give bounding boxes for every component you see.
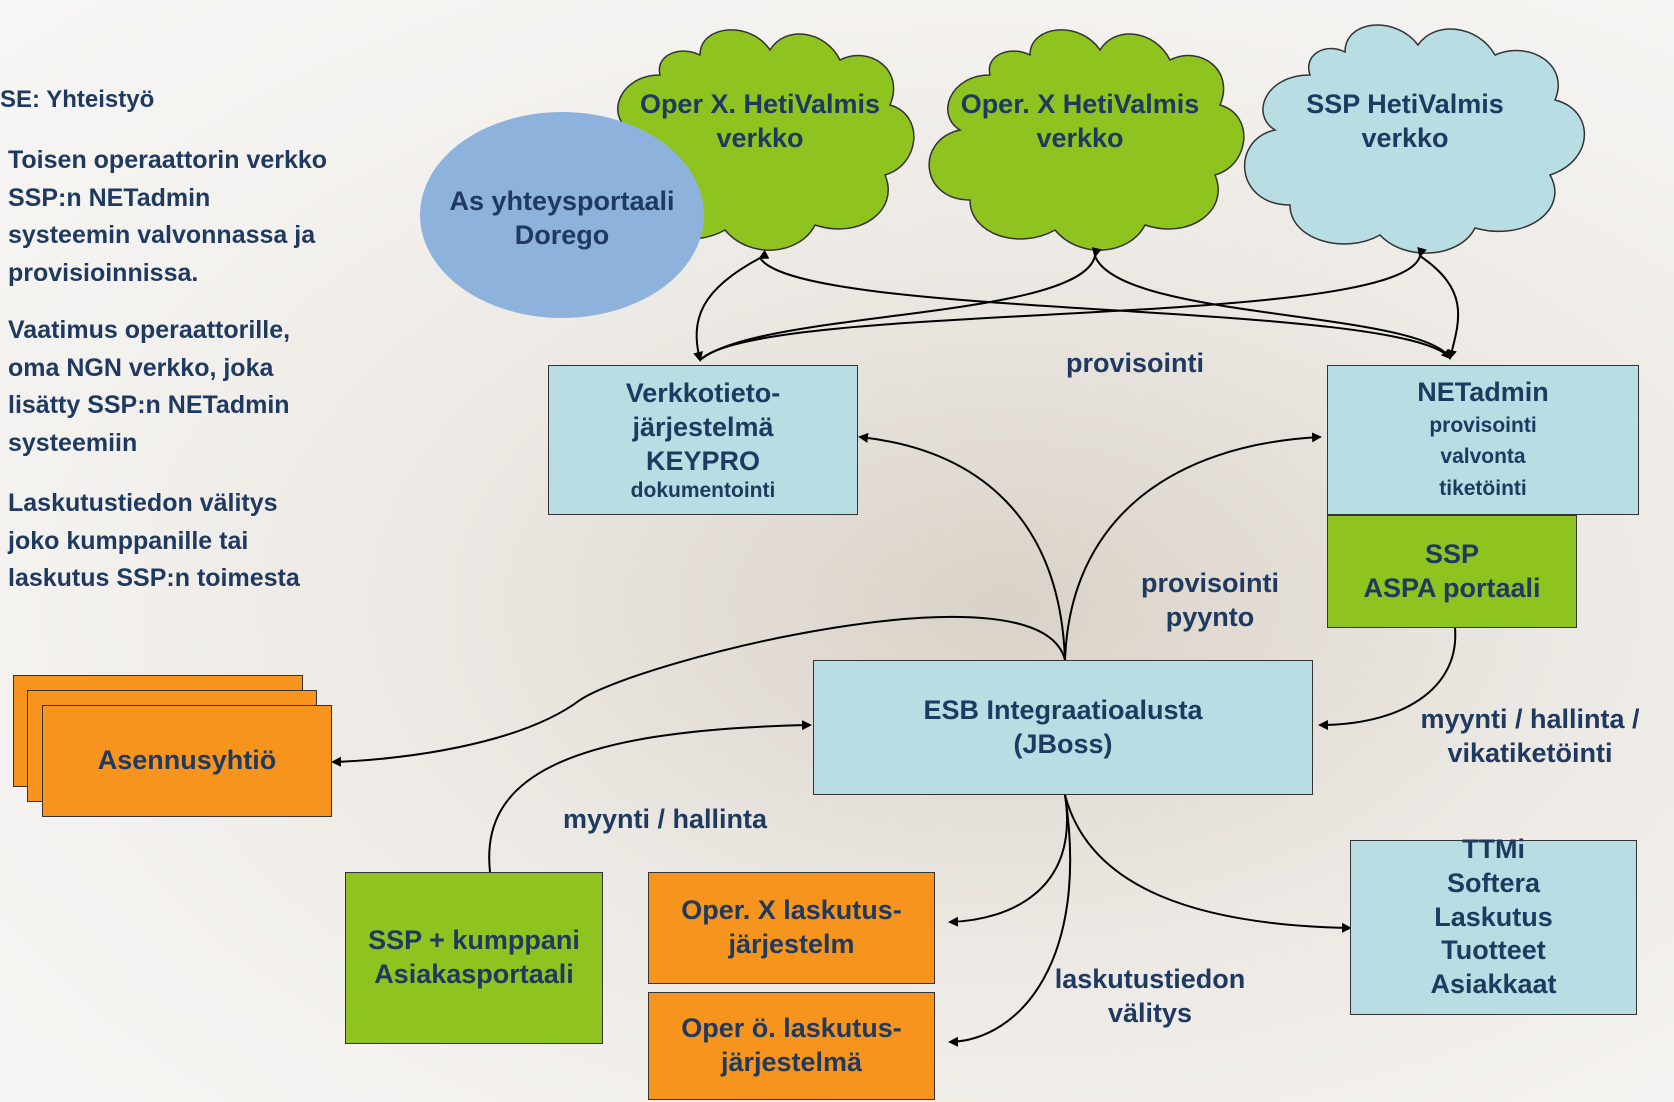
ttmi-line: Softera	[1446, 867, 1541, 898]
aspa-box: SSP ASPA portaali	[1327, 515, 1577, 628]
label-myynti-vika-line: myynti / hallinta /	[1420, 704, 1640, 734]
label-lask-line: välitys	[1107, 997, 1193, 1028]
opero-laskutus-box: Oper ö. laskutus- järjestelmä	[648, 992, 935, 1100]
bullet-2-line: oma NGN verkko, joka	[8, 353, 274, 382]
bullet-2-line: lisätty SSP:n NETadmin	[8, 391, 290, 419]
netadmin-line: tiketöinti	[1439, 476, 1527, 500]
cloud-3-label: SSP HetiValmis verkko	[1265, 88, 1545, 156]
opero-line: järjestelmä	[720, 1047, 863, 1077]
opero-line: Oper ö. laskutus-	[681, 1013, 902, 1044]
verkkotieto-line: KEYPRO	[645, 445, 761, 476]
cloud-3-line1: SSP HetiValmis	[1306, 89, 1504, 119]
netadmin-line: provisointi	[1429, 413, 1537, 437]
netadmin-line: NETadmin	[1417, 376, 1549, 407]
bullet-1: Toisen operaattorin verkko SSP:n NETadmi…	[8, 142, 327, 292]
aspa-line: ASPA portaali	[1363, 572, 1541, 603]
label-myynti-hallinta: myynti / hallinta	[562, 804, 768, 834]
verkkotieto-line: dokumentointi	[630, 478, 776, 502]
netadmin-box: NETadmin provisointi valvonta tiketöinti	[1327, 365, 1639, 515]
label-myynti-vika: myynti / hallinta / vikatiketöinti	[1390, 703, 1670, 771]
dorego-line2: Dorego	[514, 219, 610, 250]
operx-line: Oper. X laskutus-	[681, 895, 902, 926]
bullet-1-line: SSP:n NETadmin	[8, 183, 211, 212]
bullet-2: Vaatimus operaattorille, oma NGN verkko,…	[8, 312, 290, 462]
bullet-2-line: Vaatimus operaattorille,	[8, 316, 291, 344]
asiakasportaali-box: SSP + kumppani Asiakasportaali	[345, 872, 603, 1044]
cloud-1-label: Oper X. HetiValmis verkko	[600, 88, 920, 156]
asennus-line: Asennusyhtiö	[97, 745, 277, 776]
cloud-2-line2: verkko	[1036, 122, 1124, 153]
bullet-1-line: provisioinnissa.	[8, 258, 199, 287]
bullet-3-line: laskutus SSP:n toimesta	[8, 564, 300, 592]
asiakas-line: SSP + kumppani	[368, 925, 580, 956]
netadmin-line: valvonta	[1440, 445, 1526, 469]
asennus-box: Asennusyhtiö	[42, 705, 332, 817]
cloud-1-line1: Oper X. HetiValmis	[639, 89, 881, 119]
bullet-2-line: systeemiin	[8, 428, 138, 457]
cloud-oper-x-2	[928, 29, 1245, 251]
esb-line: (JBoss)	[1013, 728, 1113, 759]
dorego-ellipse	[420, 112, 704, 318]
section-heading: SE: Yhteistyö	[0, 86, 155, 113]
bullet-3-line: Laskutustiedon välitys	[8, 489, 278, 517]
label-provisointi-pyynto: provisointi pyynto	[1110, 567, 1310, 635]
ttmi-line: Tuotteet	[1441, 935, 1546, 966]
cloud-2-label: Oper. X HetiValmis verkko	[935, 88, 1225, 156]
label-provisointi: provisointi	[1065, 348, 1204, 378]
cloud-1-line2: verkko	[716, 122, 804, 153]
cloud-2-line1: Oper. X HetiValmis	[960, 89, 1200, 119]
dorego-label: As yhteysportaali Dorego	[422, 185, 702, 253]
cloud-ssp	[1243, 24, 1586, 254]
label-lask-line: laskutustiedon	[1054, 964, 1246, 994]
operx-line: järjestelm	[728, 929, 855, 959]
ttmi-line: Asiakkaat	[1430, 969, 1557, 999]
verkkotieto-line: järjestelmä	[632, 412, 774, 443]
aspa-line: SSP	[1424, 538, 1480, 569]
operx-laskutus-box: Oper. X laskutus- järjestelm	[648, 872, 935, 984]
bullet-1-line: Toisen operaattorin verkko	[8, 146, 328, 174]
verkkotieto-box: Verkkotieto- järjestelmä KEYPRO dokument…	[548, 365, 858, 515]
verkkotieto-line: Verkkotieto-	[625, 378, 781, 409]
ttmi-box: TTMi Softera Laskutus Tuotteet Asiakkaat	[1350, 834, 1637, 1015]
asiakas-line: Asiakasportaali	[374, 959, 574, 989]
ttmi-line: Laskutus	[1434, 901, 1553, 932]
label-prov-line: provisointi	[1140, 568, 1279, 598]
label-prov-line: pyynto	[1165, 601, 1255, 632]
bullet-3: Laskutustiedon välitys joko kumppanille …	[8, 485, 300, 598]
cloud-3-line2: verkko	[1361, 122, 1449, 153]
esb-box: ESB Integraatioalusta (JBoss)	[813, 660, 1313, 795]
dorego-line1: As yhteysportaali	[449, 186, 675, 216]
esb-line: ESB Integraatioalusta	[923, 694, 1203, 725]
label-laskutustiedon-valitys: laskutustiedon välitys	[1020, 963, 1280, 1031]
connectors	[331, 246, 1460, 1047]
bullet-3-line: joko kumppanille tai	[8, 526, 249, 555]
bullet-1-line: systeemin valvonnassa ja	[8, 221, 316, 249]
label-myynti-vika-line: vikatiketöinti	[1447, 737, 1613, 768]
ttmi-line: TTMi	[1462, 834, 1525, 864]
